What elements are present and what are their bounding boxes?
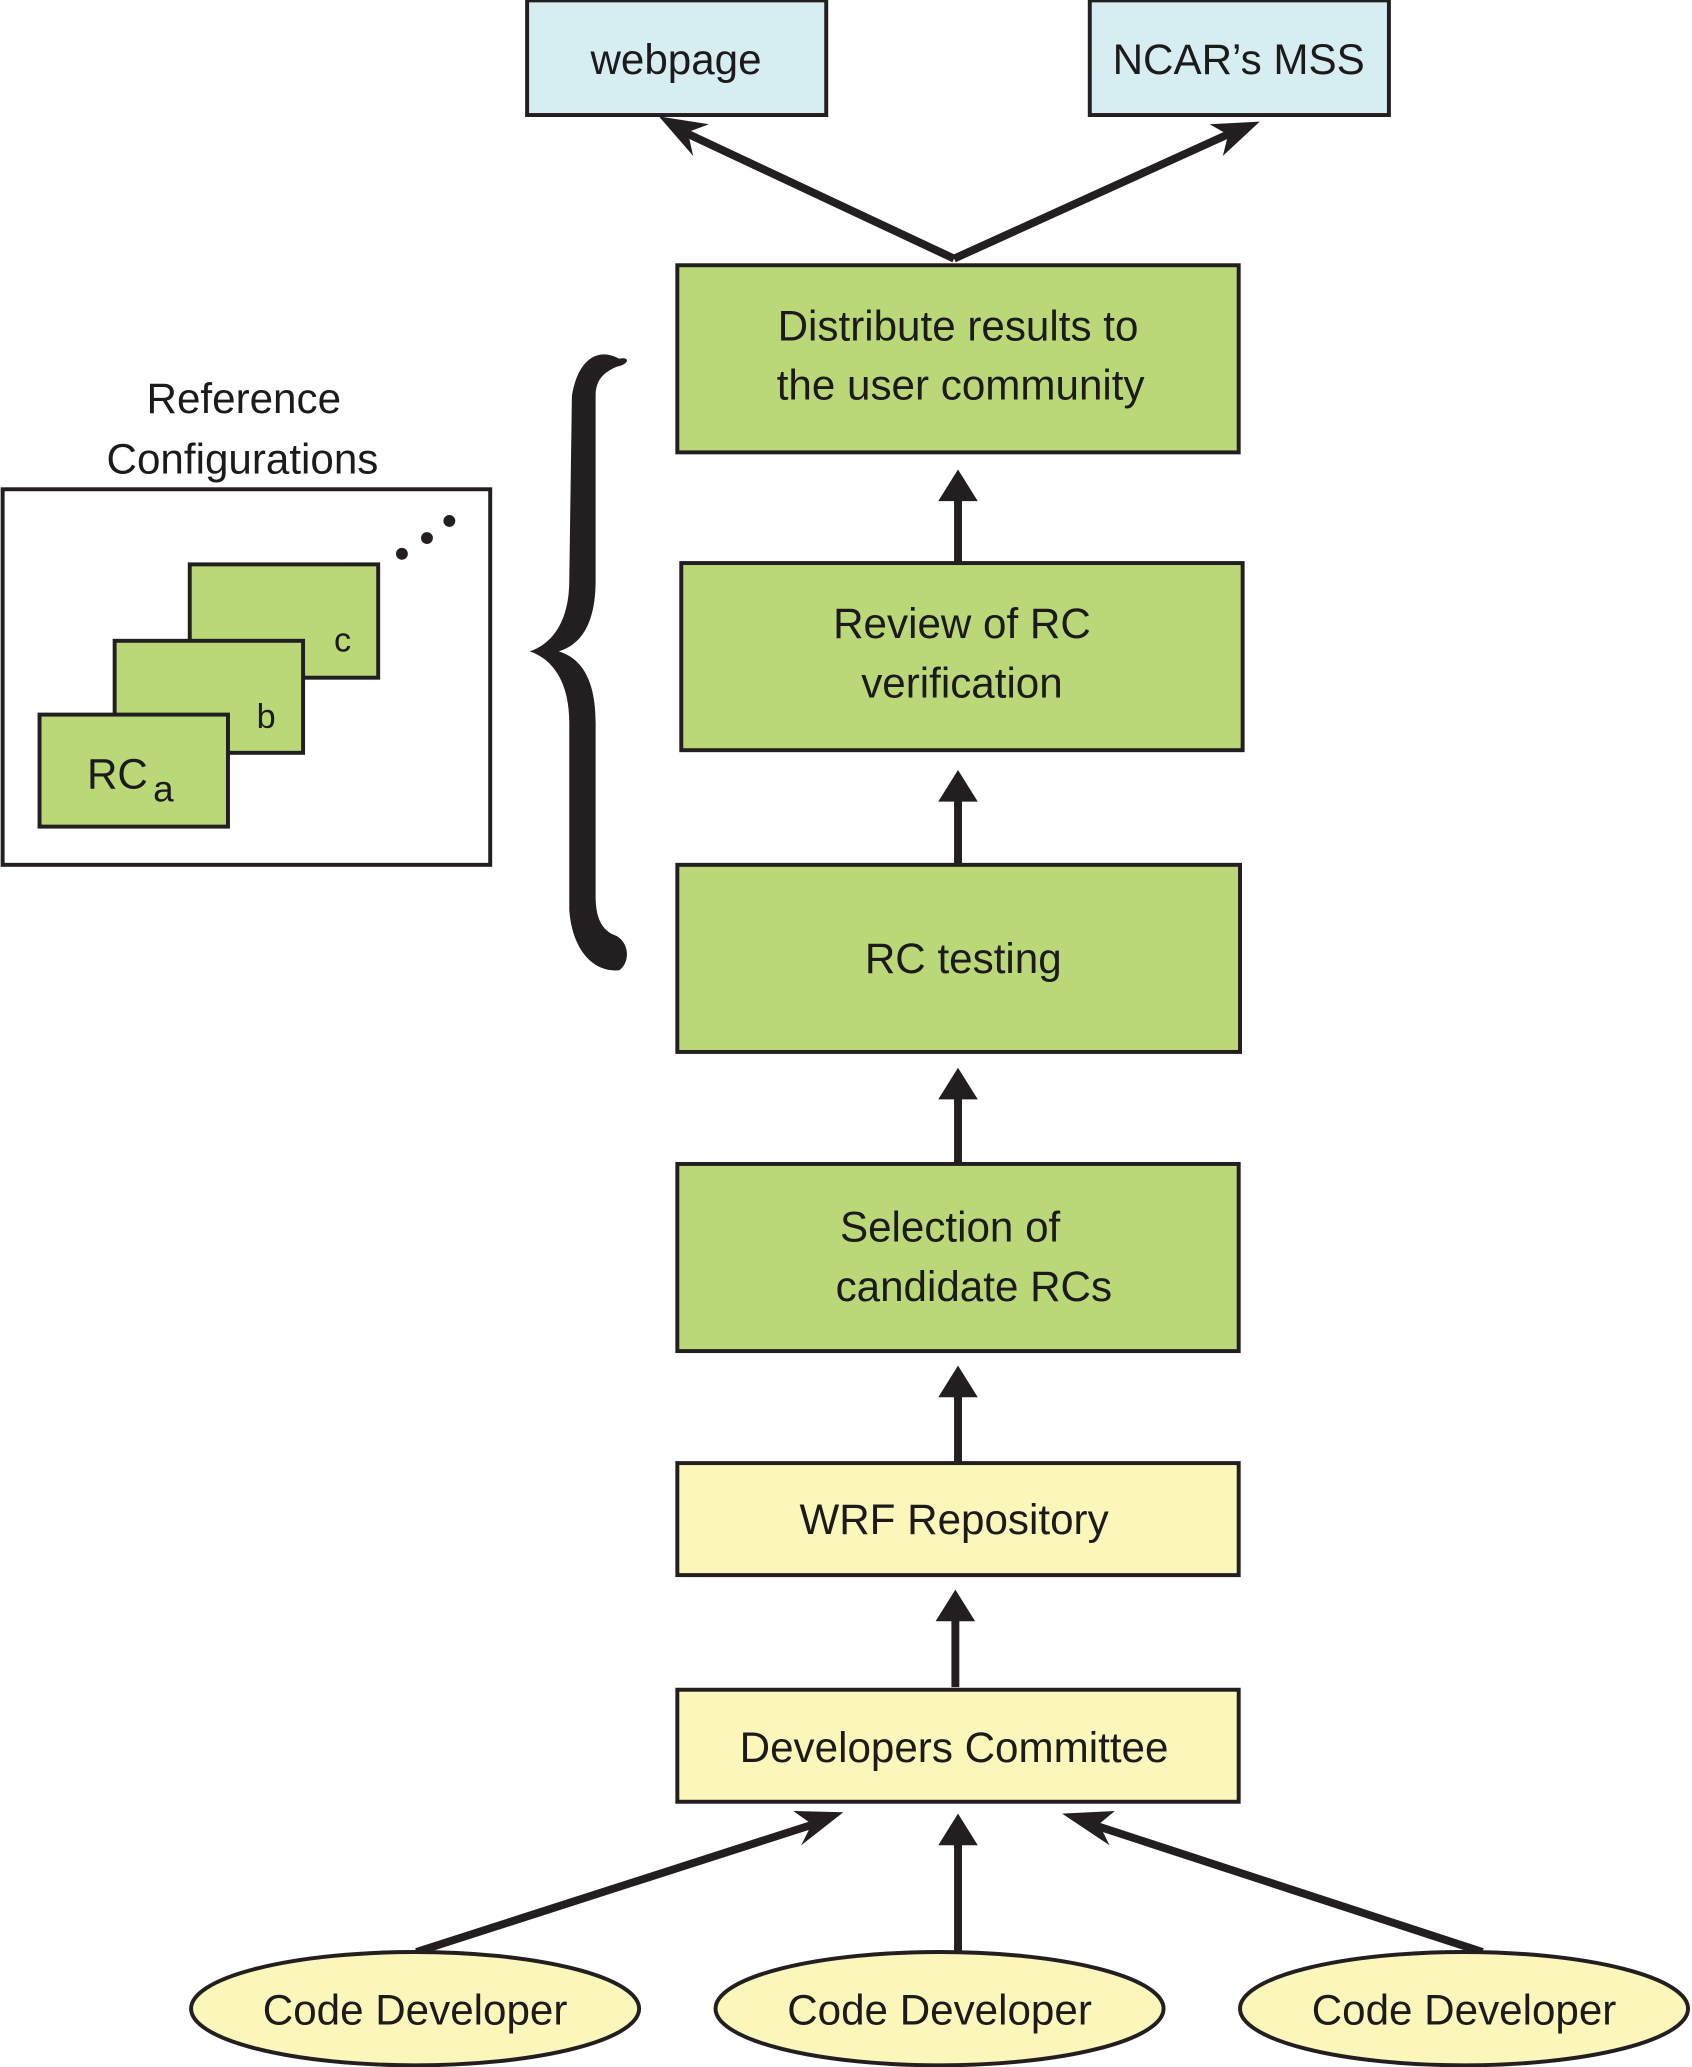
step-repository: WRF Repository [675,1461,1241,1578]
developer-2-ellipse [713,1950,1166,2067]
step-repository-box [675,1461,1241,1578]
rc-card-a-main: RC [87,750,148,797]
step-review-box [679,561,1245,753]
arrowhead-ncar-mss [1209,121,1260,156]
step-committee: Developers Committee [675,1687,1241,1804]
rc-card-a-sub: a [153,769,174,810]
step-repository-line-1: WRF Repository [799,1496,1108,1543]
step-selection-line-1: Selection of [840,1204,1061,1251]
arrowhead-distribute [938,469,978,502]
ellipsis-icon [395,514,456,560]
arrow-to-ncar-mss [952,125,1241,263]
step-review-line-1: Review of RC [833,600,1091,647]
reference-title-line-2: Configurations [107,435,379,482]
rc-card-b-label: b [257,698,276,736]
output-ncar-mss: NCAR’s MSS [1087,0,1391,118]
output-webpage: webpage [525,0,829,118]
rc-card-c-label: c [334,621,351,659]
arrow-developer-3 [1081,1817,1484,1956]
developer-1-ellipse [189,1950,642,2067]
reference-title-line-1: Reference [147,375,342,422]
step-testing-box [675,862,1242,1054]
arrowhead-review [938,769,978,802]
step-selection-box [675,1161,1241,1354]
output-webpage-box [525,0,829,118]
output-ncar-mss-box [1087,0,1391,118]
arrowhead-repository [935,1589,976,1622]
developer-3-ellipse [1238,1950,1690,2067]
arrowhead-developer-2 [938,1813,978,1846]
arrowhead-webpage [658,116,709,156]
arrowhead-developer-3 [1062,1810,1115,1846]
step-review-line-2: verification [861,659,1063,706]
step-distribute-line-2: the user community [777,362,1145,409]
developer-3-label: Code Developer [1312,1986,1617,2033]
output-webpage-label: webpage [589,36,761,83]
curly-brace [529,354,627,971]
arrowhead-testing [938,1067,978,1100]
step-review: Review of RC verification [679,561,1245,753]
step-testing: RC testing [675,862,1242,1054]
developer-1: Code Developer [189,1950,642,2067]
step-distribute: Distribute results to the user community [675,263,1241,455]
arrow-to-webpage [676,125,956,263]
step-committee-box [675,1687,1241,1804]
developer-2-label: Code Developer [787,1986,1092,2033]
step-distribute-box [675,263,1241,455]
rc-card-a-box [37,712,230,829]
output-ncar-mss-label: NCAR’s MSS [1113,36,1365,83]
step-committee-line-1: Developers Committee [740,1724,1169,1771]
arrow-developer-1 [415,1817,824,1956]
step-selection-line-2: candidate RCs [836,1263,1113,1310]
arrowhead-developer-1 [793,1810,844,1846]
step-selection: Selection of candidate RCs [675,1161,1241,1354]
developer-3: Code Developer [1238,1950,1690,2067]
step-distribute-line-1: Distribute results to [778,302,1139,349]
developer-1-label: Code Developer [263,1986,568,2033]
step-testing-line-1: RC testing [865,935,1062,982]
arrowhead-selection [938,1365,978,1398]
developer-2: Code Developer [713,1950,1166,2067]
